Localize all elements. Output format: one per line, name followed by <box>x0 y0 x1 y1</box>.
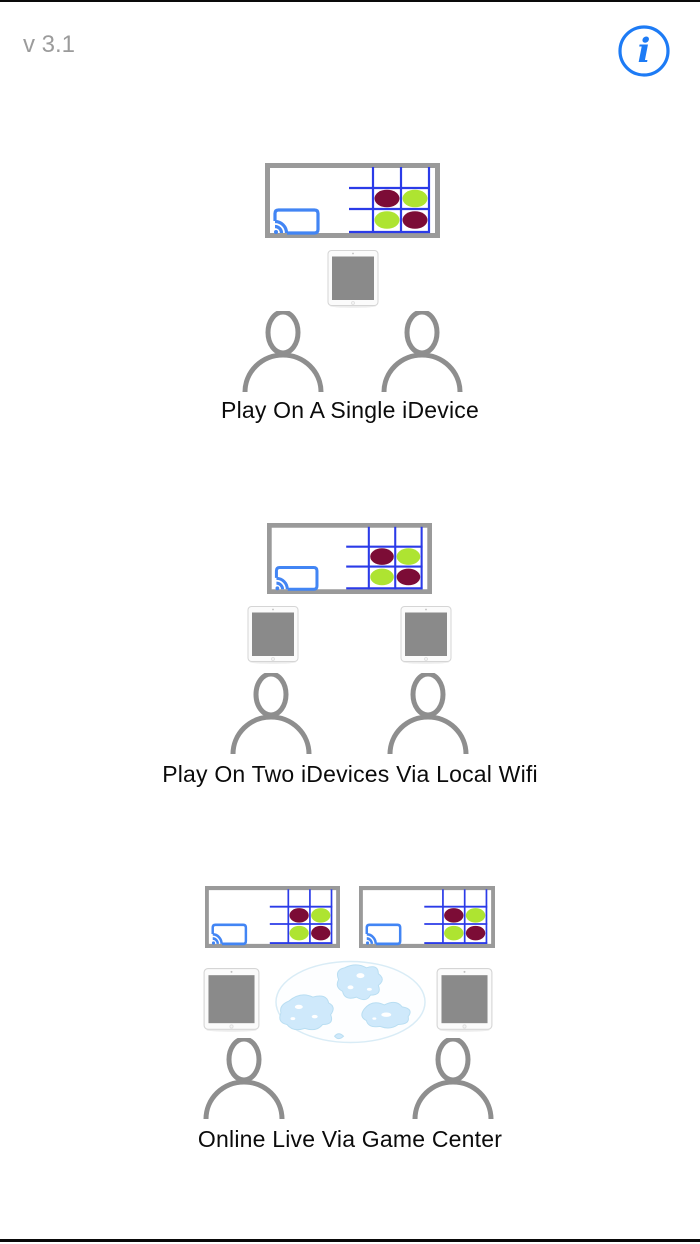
tv-board-icon <box>267 523 432 594</box>
mode-online-game-center-label: Online Live Via Game Center <box>197 1126 503 1152</box>
ipad-left-icon <box>203 968 260 1032</box>
world-globe-icon <box>273 960 428 1044</box>
player-left-icon <box>202 1038 286 1120</box>
player-right-icon <box>411 1038 495 1120</box>
info-button[interactable]: i <box>616 23 672 79</box>
screen-top-edge <box>0 0 700 2</box>
player-left-icon <box>241 311 325 393</box>
ipad-icon <box>327 250 379 308</box>
player-left-icon <box>229 673 313 755</box>
screen-bottom-edge <box>0 1239 700 1242</box>
ipad-right-icon <box>400 606 452 664</box>
version-label: v 3.1 <box>23 31 76 58</box>
player-right-icon <box>386 673 470 755</box>
info-glyph: i <box>638 31 651 71</box>
mode-single-idevice-label: Play On A Single iDevice <box>221 397 479 423</box>
tv-board-icon <box>265 163 440 238</box>
mode-two-idevices-wifi-label: Play On Two iDevices Via Local Wifi <box>162 761 538 787</box>
tv-board-right-icon <box>359 886 495 948</box>
tv-board-left-icon <box>205 886 340 948</box>
ipad-left-icon <box>247 606 299 664</box>
ipad-right-icon <box>436 968 493 1032</box>
info-icon: i <box>618 25 670 77</box>
player-right-icon <box>380 311 464 393</box>
